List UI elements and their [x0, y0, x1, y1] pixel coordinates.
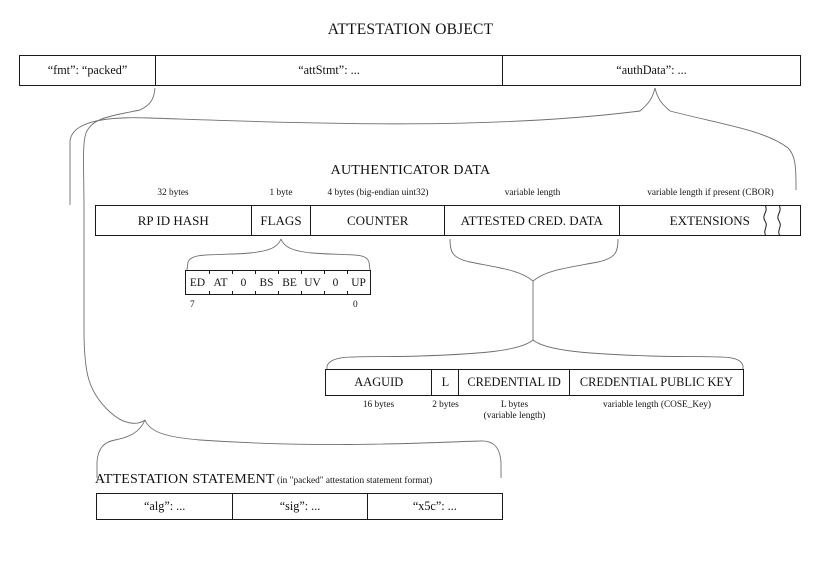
attested-credential-data-row: AAGUID L CREDENTIAL ID CREDENTIAL PUBLIC… — [325, 369, 744, 396]
connector-authdata-apex-right — [654, 87, 671, 112]
field-x5c[interactable]: “x5c”: ... — [412, 499, 457, 513]
connector-acd-upper-left — [449, 238, 534, 282]
size-caption-flags: 1 byte — [269, 188, 293, 198]
size-caption-credential-id-length: 2 bytes — [432, 400, 459, 410]
page-title: ATTESTATION OBJECT — [327, 21, 494, 38]
connector-attstmt-brace-left — [96, 419, 146, 478]
flag-bit-ed[interactable]: ED — [189, 276, 206, 289]
field-alg[interactable]: “alg”: ... — [97, 494, 234, 519]
authenticator-data-row: RP ID HASH FLAGS COUNTER ATTESTED CRED. … — [95, 205, 801, 236]
connector-authdata-apex-left — [639, 87, 656, 112]
field-counter[interactable]: COUNTER — [311, 206, 446, 235]
flags-byte-box: ED AT 0 BS BE UV 0 UP — [185, 270, 371, 295]
attestation-statement-note: (in "packed" attestation statement forma… — [277, 476, 433, 486]
field-extensions[interactable]: EXTENSIONS — [669, 212, 750, 228]
flag-bit-uv[interactable]: UV — [301, 270, 324, 295]
field-attstmt[interactable]: “attStmt”: ... — [156, 56, 503, 85]
field-attested-cred-data[interactable]: ATTESTED CRED. DATA — [445, 206, 620, 235]
authenticator-data-title: AUTHENTICATOR DATA — [330, 163, 491, 178]
connector-acd-upper-right — [532, 238, 619, 282]
size-caption-rpidhash: 32 bytes — [157, 188, 189, 198]
flag-bit-reserved-low[interactable]: 0 — [324, 270, 347, 295]
field-authdata[interactable]: “authData”: ... — [616, 63, 687, 77]
field-rp-id-hash[interactable]: RP ID HASH — [96, 206, 252, 235]
attestation-statement-row: “alg”: ... “sig”: ... “x5c”: ... — [96, 493, 503, 520]
field-fmt[interactable]: “fmt”: “packed” — [20, 56, 156, 85]
attestation-statement-title: ATTESTATION STATEMENT — [95, 472, 275, 487]
flag-bit-bs[interactable]: BS — [255, 270, 278, 295]
size-caption-aaguid: 16 bytes — [362, 400, 395, 410]
connector-attstmt-brace-right — [144, 419, 502, 478]
size-caption-counter: 4 bytes (big-endian uint32) — [327, 188, 429, 198]
break-symbol-icon — [763, 205, 781, 236]
size-caption-credential-public-key: variable length (COSE_Key) — [603, 400, 711, 410]
connector-flags-brace-left — [186, 238, 282, 271]
connector-acd-lower-right — [532, 339, 744, 369]
field-credential-id-length[interactable]: L — [432, 370, 460, 395]
bit-index-low: 0 — [353, 300, 358, 310]
field-credential-public-key[interactable]: CREDENTIAL PUBLIC KEY — [579, 375, 733, 389]
flag-bit-be[interactable]: BE — [278, 270, 301, 295]
connector-flags-brace-right — [280, 238, 371, 271]
field-flags[interactable]: FLAGS — [252, 206, 312, 235]
field-credential-id[interactable]: CREDENTIAL ID — [459, 370, 570, 395]
size-caption-credential-id: L bytes (variable length) — [483, 400, 546, 421]
size-caption-extensions: variable length if present (CBOR) — [647, 188, 774, 198]
field-sig[interactable]: “sig”: ... — [233, 494, 368, 519]
connector-attstmt-stub — [139, 87, 156, 111]
field-aaguid[interactable]: AAGUID — [326, 370, 433, 395]
size-caption-attested-cred-data: variable length — [504, 188, 561, 198]
flag-bit-reserved-high[interactable]: 0 — [232, 270, 255, 295]
connector-acd-lower-left — [326, 339, 534, 369]
flag-bit-at[interactable]: AT — [209, 270, 232, 295]
attestation-object-row: “fmt”: “packed” “attStmt”: ... “authData… — [19, 55, 801, 86]
connector-attstmt-arm — [83, 109, 146, 424]
flag-bit-up[interactable]: UP — [347, 270, 370, 295]
bit-index-high: 7 — [190, 300, 195, 310]
